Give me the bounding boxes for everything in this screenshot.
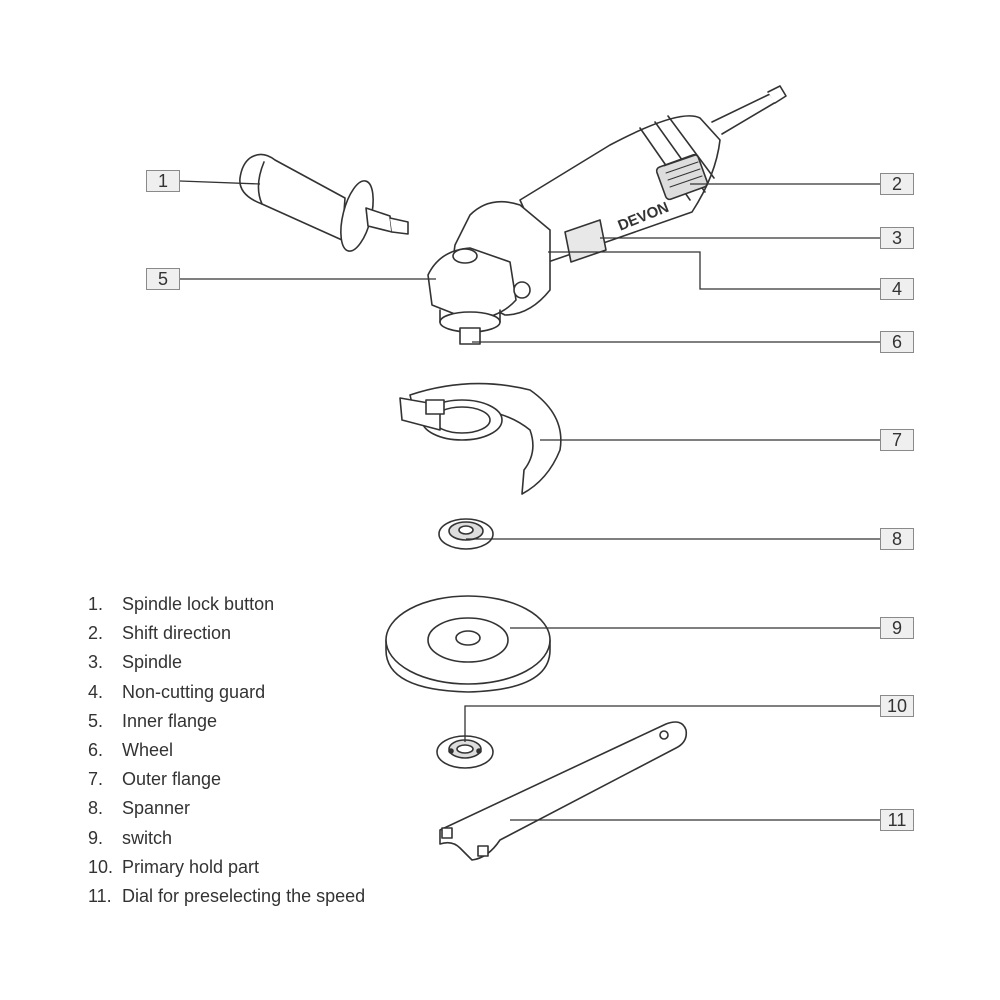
legend-number: 1. (88, 594, 104, 614)
legend-number: 6. (88, 739, 104, 760)
legend-item: 3. Spindle (88, 648, 365, 677)
legend-item: 8. Spanner (88, 794, 365, 823)
callout-7: 7 (880, 429, 914, 451)
callout-8: 8 (880, 528, 914, 550)
side-handle-drawing (239, 153, 409, 252)
legend-number: 10. (88, 856, 114, 877)
legend-text: Primary hold part (122, 856, 260, 877)
legend-text: Spindle lock button (122, 594, 275, 614)
legend-number: 5. (88, 710, 104, 731)
legend-item: 11. Dial for preselecting the speed (88, 882, 365, 911)
legend-item: 4. Non-cutting guard (88, 678, 365, 707)
legend-number: 7. (88, 769, 104, 790)
clamp-nut-drawing (436, 735, 494, 769)
callout-4: 4 (880, 278, 914, 300)
legend-item: 2. Shift direction (88, 619, 365, 648)
legend-number: 2. (88, 623, 104, 644)
legend-text: Wheel (122, 739, 174, 760)
power-cable-drawing (711, 85, 787, 135)
legend-text: Inner flange (122, 710, 218, 731)
legend-number: 11. (88, 885, 112, 906)
leader-line-1 (179, 180, 261, 185)
legend-number: 4. (88, 681, 104, 702)
legend-item: 6. Wheel (88, 736, 365, 765)
legend-text: Non-cutting guard (122, 681, 266, 702)
leader-line-10 (464, 705, 880, 742)
callout-11: 11 (880, 809, 914, 831)
parts-legend: 1.Spindle lock button 2.Shift direction … (88, 590, 365, 911)
callout-9: 9 (880, 617, 914, 639)
leader-line-4 (548, 251, 880, 290)
leader-lines (179, 180, 880, 821)
legend-text: switch (122, 827, 173, 848)
legend-text: Spindle (122, 652, 183, 673)
callout-2: 2 (880, 173, 914, 195)
legend-item: 5. Inner flange (88, 707, 365, 736)
callout-6: 6 (880, 331, 914, 353)
legend-text: Spanner (122, 798, 191, 819)
callout-1: 1 (146, 170, 180, 192)
wheel-guard-drawing (399, 382, 562, 495)
legend-item: 10. Primary hold part (88, 853, 365, 882)
callout-5: 5 (146, 268, 180, 290)
legend-item: 7. Outer flange (88, 765, 365, 794)
legend-number: 3. (88, 652, 104, 673)
legend-item: 1. Spindle lock button (88, 590, 365, 619)
legend-text: Shift direction (122, 623, 232, 644)
legend-item: 9. switch (88, 824, 365, 853)
callout-10: 10 (880, 695, 914, 717)
legend-number: 9. (88, 827, 104, 848)
legend-text: Dial for preselecting the speed (122, 885, 366, 906)
grinding-wheel-drawing (385, 595, 551, 693)
legend-text: Outer flange (122, 769, 222, 790)
flange-drawing (438, 518, 494, 550)
legend-number: 8. (88, 798, 104, 819)
spanner-drawing (439, 721, 688, 861)
angle-grinder-drawing: DEVON (427, 115, 721, 345)
callout-3: 3 (880, 227, 914, 249)
